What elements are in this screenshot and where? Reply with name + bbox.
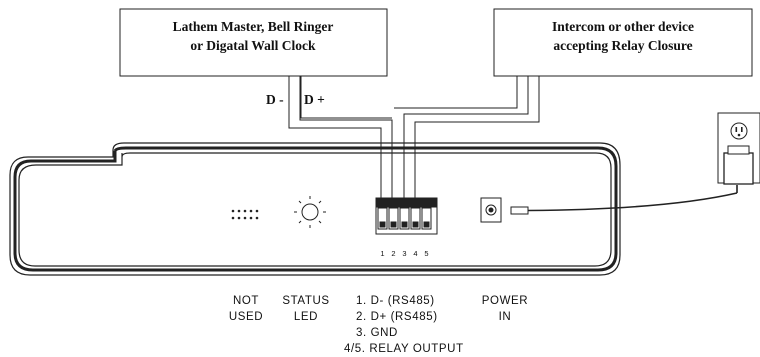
pinout-line-4: 4/5. RELAY OUTPUT [344,343,464,355]
terminal-number-1: 1 [380,249,384,258]
terminal-number-5: 5 [424,249,428,258]
master-clock-box [119,8,388,77]
not-used-label-line1: NOT [233,295,259,307]
pinout-line-1: 1. D- (RS485) [356,295,435,307]
power-in-label-line1: POWER [482,295,528,307]
master-clock-label-line2: or Digatal Wall Clock [190,38,316,53]
power-in-label-line2: IN [499,311,512,323]
status-led-label-line2: LED [294,311,318,323]
wall-outlet-icon [717,112,760,185]
intercom-label-line2: accepting Relay Closure [553,38,692,53]
terminal-number-4: 4 [413,249,417,258]
rs485-wires [288,76,393,203]
status-led-icon [294,196,326,228]
pinout-line-3: 3. GND [356,327,398,339]
power-jack [480,197,502,223]
pinout-line-2: 2. D+ (RS485) [356,311,438,323]
status-led-label-line1: STATUS [282,295,329,307]
d-plus-wire-label: D + [304,92,325,107]
intercom-label-line1: Intercom or other device [552,19,694,34]
terminal-number-2: 2 [391,249,395,258]
terminal-number-3: 3 [402,249,406,258]
master-clock-label-line1: Lathem Master, Bell Ringer [173,19,334,34]
d-minus-wire-label: D - [266,92,284,107]
unused-port-dots [231,209,259,220]
intercom-box [493,8,753,77]
device-housing [9,142,621,276]
terminal-block [375,197,438,235]
not-used-label-line2: USED [229,311,263,323]
power-cable [510,185,738,215]
relay-wires [394,76,540,203]
